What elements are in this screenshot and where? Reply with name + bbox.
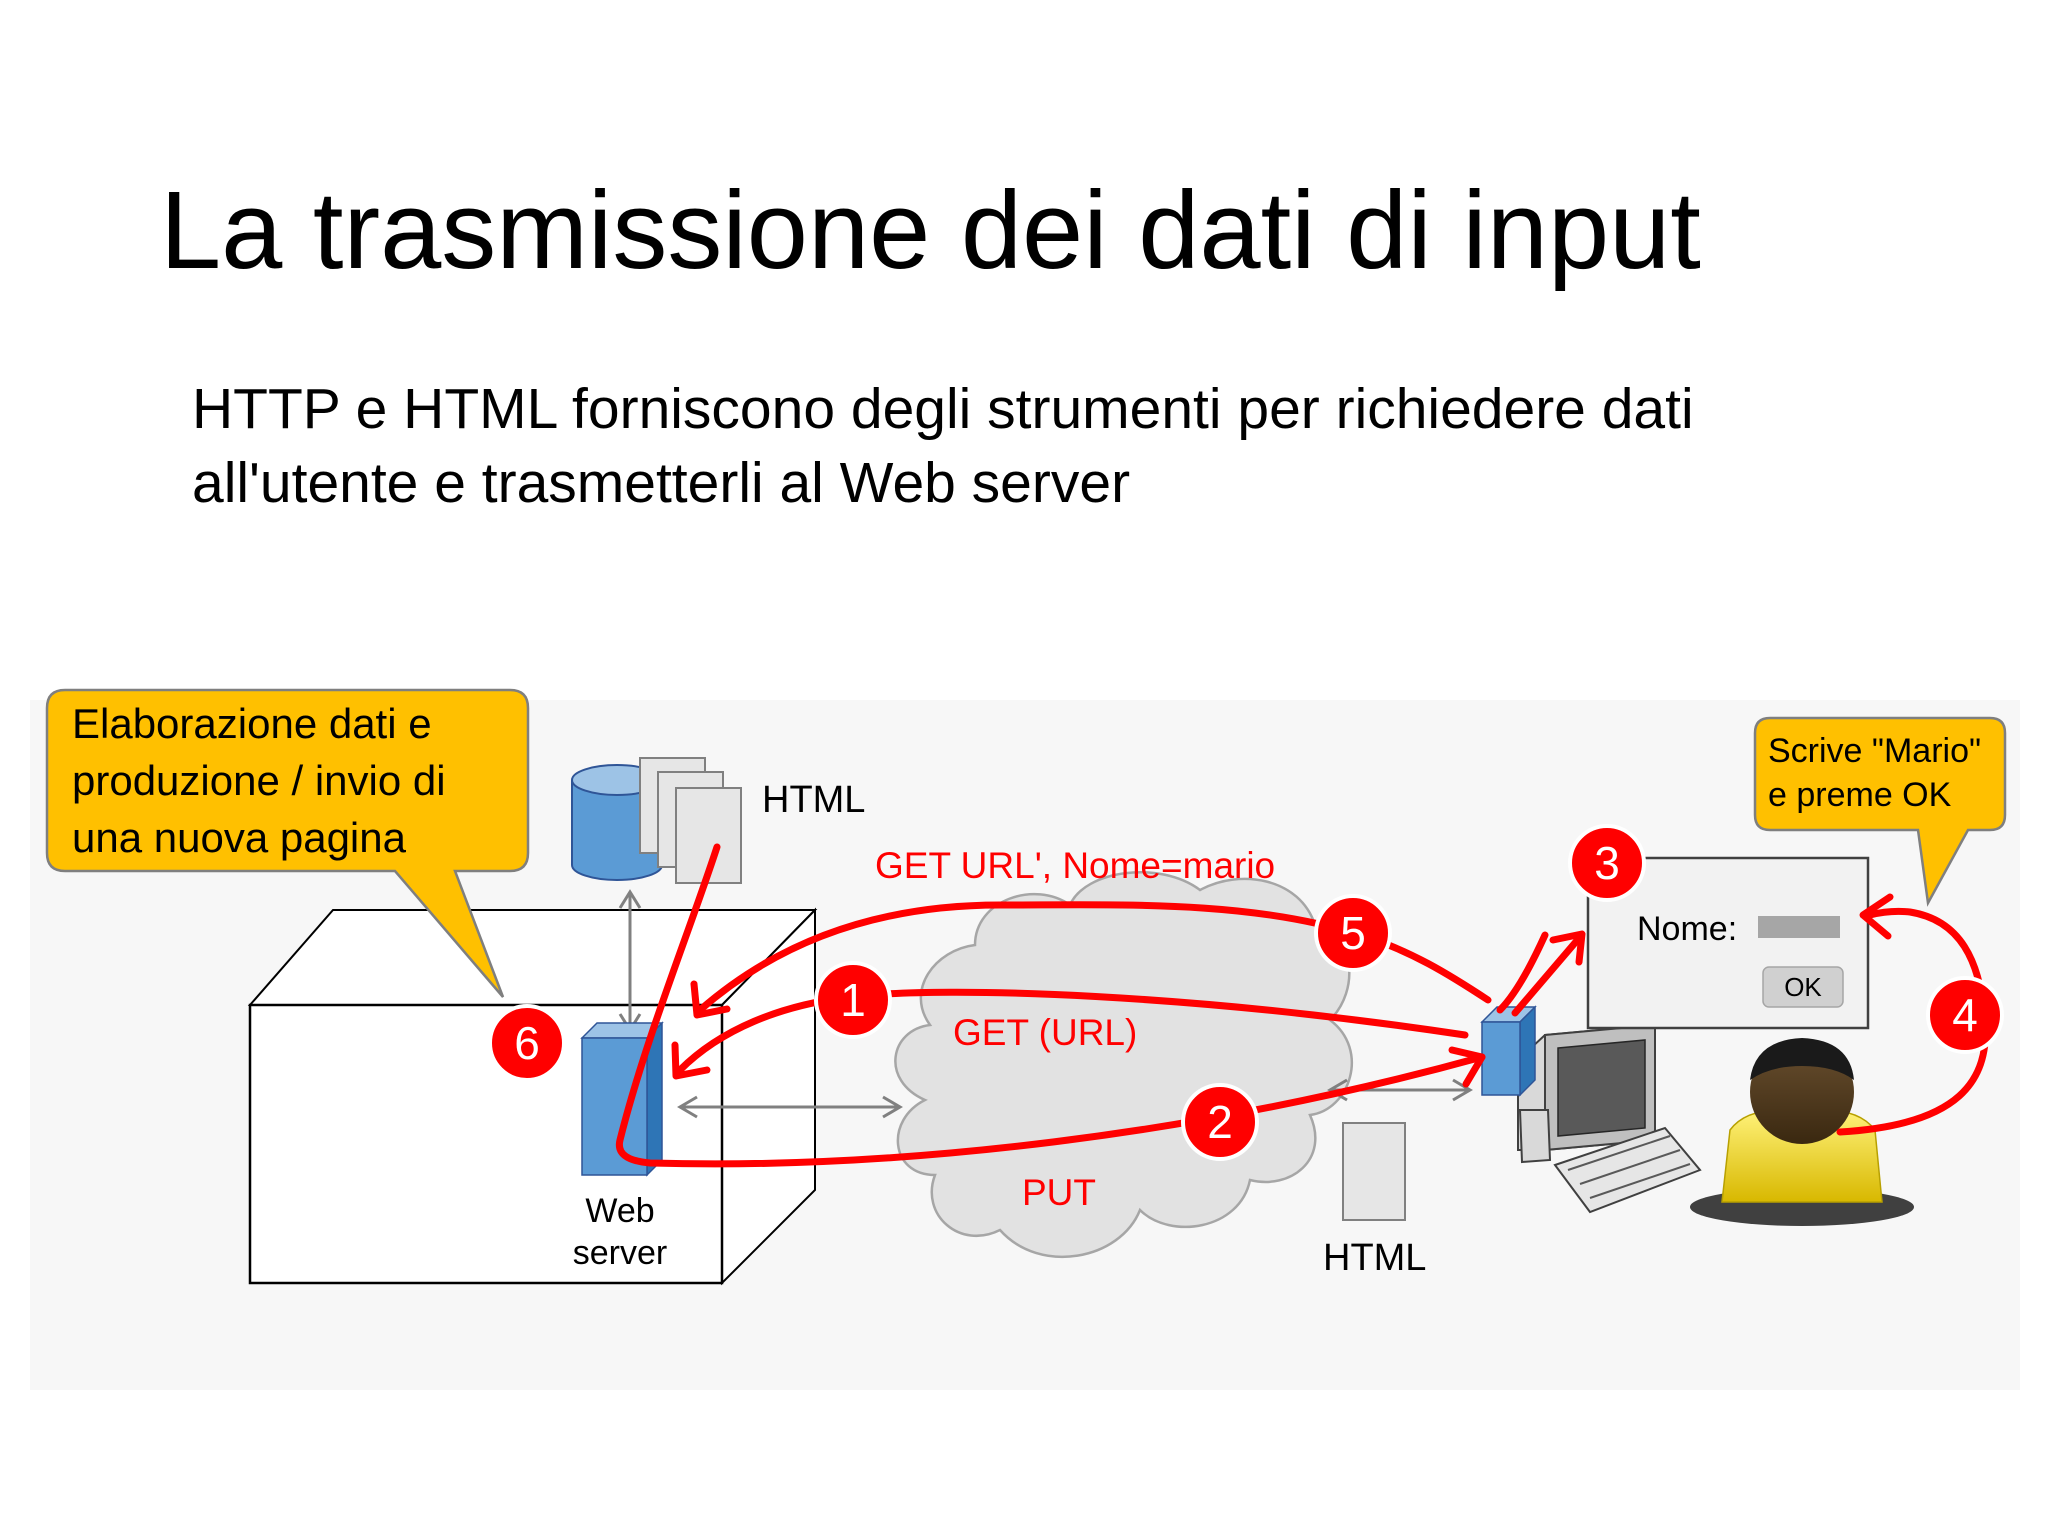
arrow-step-3-head	[1549, 930, 1586, 966]
label-put: PUT	[1022, 1172, 1096, 1213]
server-cloud-double-arrow	[677, 1095, 903, 1119]
arrow-step-4-head	[1859, 893, 1894, 940]
arrow-step-5-submit	[696, 901, 1492, 1014]
form-ok-button[interactable]	[1762, 966, 1844, 1008]
label-get-url: GET (URL)	[953, 1012, 1137, 1053]
form-window: Nome: OK	[1586, 856, 1870, 1030]
web-server-label-line1: Web	[585, 1192, 654, 1230]
client-computer-icon	[1517, 1023, 1702, 1214]
html-label-top: HTML	[762, 779, 865, 821]
step-2-badge: 2	[1181, 1083, 1259, 1161]
callout-user-line2: e preme OK	[1768, 776, 1952, 814]
step-6-badge: 6	[488, 1004, 566, 1082]
arrow-step-2-head	[1448, 1046, 1486, 1088]
html-document-icon	[1342, 1122, 1406, 1221]
server-room-box	[247, 907, 818, 1286]
arrow-step-5-head	[690, 980, 731, 1019]
subtitle-line-2: all'utente e trasmetterli al Web server	[192, 451, 1131, 515]
arrow-step-1-head	[671, 1041, 711, 1080]
callout-server-line3: una nuova pagina	[72, 814, 407, 861]
browser-cube-icon	[1480, 1005, 1537, 1097]
form-field-label: Nome:	[1637, 910, 1737, 948]
callout-server-line1: Elaborazione dati e	[72, 700, 432, 747]
callout-server	[45, 688, 530, 998]
slide-subtitle: HTTP e HTML forniscono degli strumenti p…	[192, 372, 1694, 520]
step-3-badge: 3	[1568, 824, 1646, 902]
step-2-number: 2	[1207, 1096, 1233, 1148]
web-server-icon	[580, 1021, 664, 1177]
step-6-number: 6	[514, 1017, 540, 1069]
step-1-number: 1	[840, 974, 866, 1026]
subtitle-line-1: HTTP e HTML forniscono degli strumenti p…	[192, 377, 1694, 441]
callout-user	[1753, 716, 2007, 907]
step-1-badge: 1	[814, 961, 892, 1039]
callout-user-line1: Scrive "Mario"	[1768, 732, 1981, 770]
form-ok-label: OK	[1784, 972, 1822, 1002]
step-5-number: 5	[1340, 907, 1366, 959]
step-5-badge: 5	[1314, 894, 1392, 972]
internet-cloud	[894, 871, 1354, 1259]
step-4-number: 4	[1952, 989, 1978, 1041]
label-get-url-prime: GET URL', Nome=mario	[875, 845, 1275, 886]
slide-title: La trasmissione dei dati di input	[160, 169, 1701, 292]
form-name-input[interactable]	[1758, 916, 1840, 938]
step-4-badge: 4	[1926, 976, 2004, 1054]
callout-server-line2: produzione / invio di	[72, 757, 446, 804]
arrow-step-3b	[1496, 931, 1549, 1014]
arrow-step-1-request	[676, 988, 1469, 1074]
html-label-bottom: HTML	[1323, 1237, 1426, 1279]
web-server-label-line2: server	[573, 1234, 667, 1272]
arrow-step-3-display	[1511, 933, 1584, 1017]
step-3-number: 3	[1594, 837, 1620, 889]
